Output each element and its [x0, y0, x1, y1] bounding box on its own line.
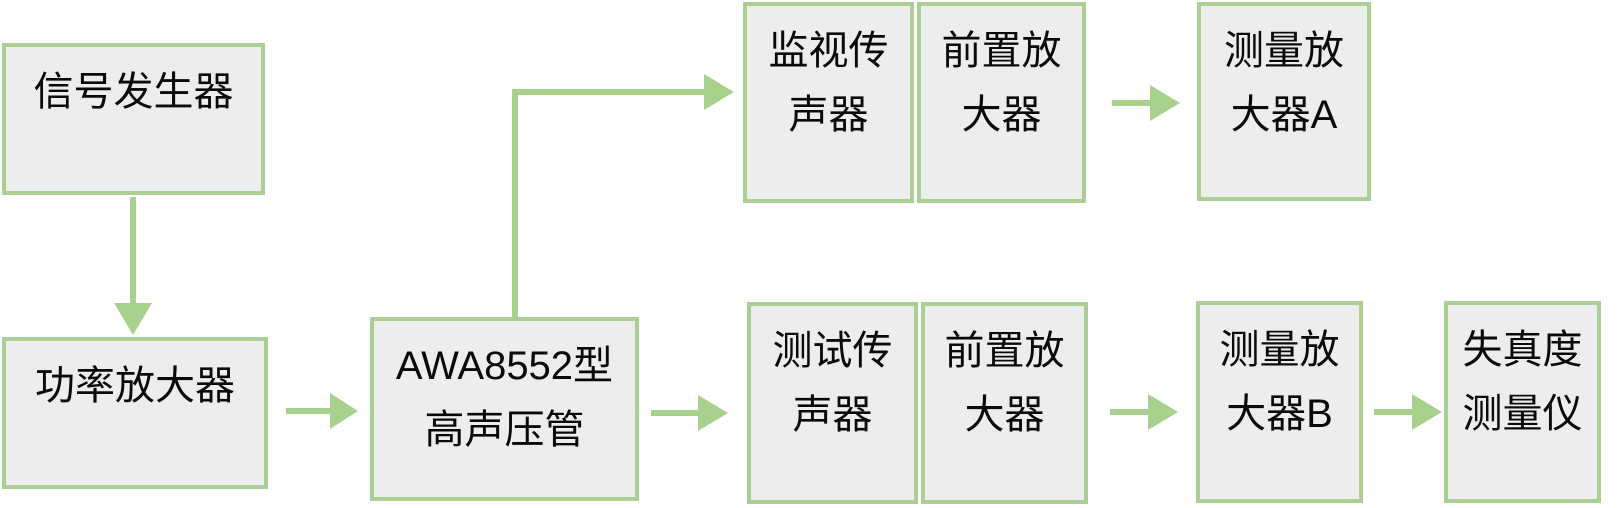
- arrow-awa8552-to-test-mic: [651, 395, 728, 431]
- node-power-amplifier: 功率放大器: [2, 337, 268, 489]
- node-label-line2: 测量仪: [1462, 392, 1583, 436]
- node-label-line2: 大器: [961, 93, 1042, 137]
- node-label-line2: 大器B: [1226, 392, 1333, 436]
- arrow-signal-to-power: [114, 197, 152, 335]
- node-label: 信号发生器: [33, 70, 234, 114]
- arrow-preamp-bottom-to-meas-b: [1110, 394, 1178, 430]
- node-label-line1: 监视传: [768, 29, 889, 73]
- node-label: 功率放大器: [35, 364, 235, 408]
- node-distortion-meter: 失真度 测量仪: [1444, 301, 1601, 503]
- node-label-line2: 高声压管: [424, 408, 585, 452]
- node-label-line2: 声器: [788, 93, 869, 137]
- node-preamplifier-bottom: 前置放 大器: [921, 302, 1088, 504]
- node-label-line1: 失真度: [1462, 328, 1583, 372]
- node-label-line1: 前置放: [941, 29, 1062, 73]
- node-label-line1: 前置放: [944, 329, 1065, 373]
- connector-awa8552-to-monitor-mic: [512, 74, 734, 317]
- node-label-line1: 测量放: [1224, 29, 1344, 73]
- node-label-line2: 大器: [964, 393, 1045, 437]
- node-monitor-microphone: 监视传 声器: [743, 2, 914, 203]
- node-measuring-amplifier-a: 测量放 大器A: [1197, 2, 1371, 201]
- node-label-line1: AWA8552型: [395, 344, 614, 388]
- node-label-line1: 测试传: [772, 329, 893, 373]
- node-test-microphone: 测试传 声器: [747, 302, 918, 504]
- arrow-meas-b-to-distortion: [1374, 394, 1442, 430]
- arrow-preamp-top-to-meas-a: [1112, 85, 1180, 121]
- node-awa8552-high-pressure-tube: AWA8552型 高声压管: [370, 317, 639, 501]
- arrow-power-to-awa8552: [286, 393, 358, 429]
- node-label-line2: 声器: [792, 393, 873, 437]
- node-measuring-amplifier-b: 测量放 大器B: [1196, 301, 1363, 503]
- node-label-line1: 测量放: [1219, 328, 1340, 372]
- node-preamplifier-top: 前置放 大器: [917, 2, 1086, 203]
- node-signal-generator: 信号发生器: [2, 43, 265, 195]
- node-label-line2: 大器A: [1230, 93, 1338, 137]
